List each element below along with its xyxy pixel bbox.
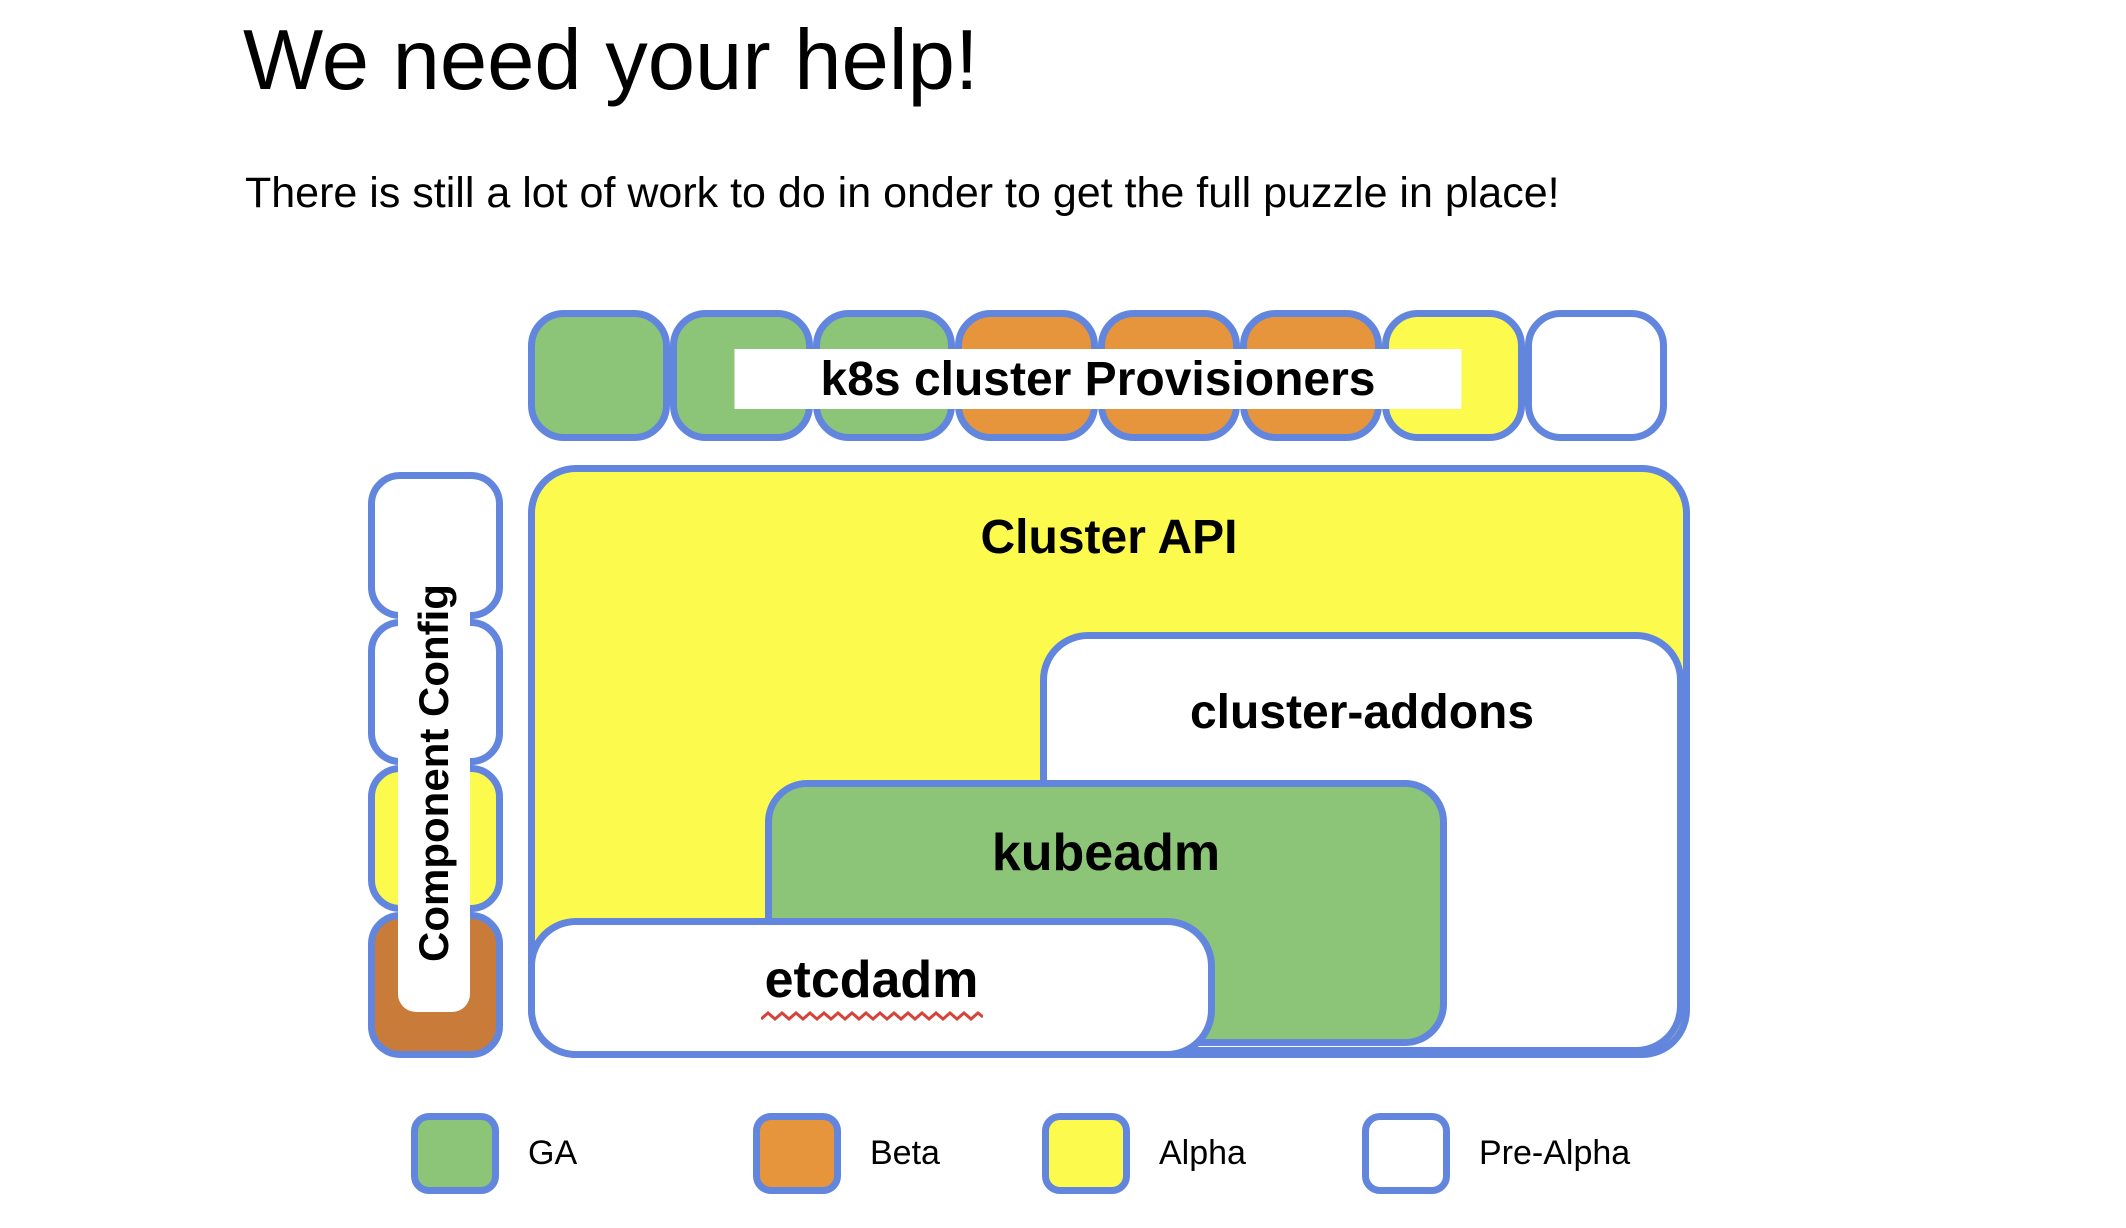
cluster-addons-label: cluster-addons bbox=[1189, 686, 1535, 739]
legend-label-ga: GA bbox=[528, 1134, 578, 1172]
provisioners-label: k8s cluster Provisioners bbox=[734, 349, 1462, 409]
page-subtitle: There is still a lot of work to do in on… bbox=[245, 169, 1560, 217]
legend-swatch-alpha bbox=[1042, 1113, 1130, 1194]
etcdadm-label: etcdadm bbox=[764, 951, 979, 1009]
legend-item-alpha: Alpha bbox=[1042, 1113, 1246, 1194]
legend-swatch-ga bbox=[411, 1113, 499, 1194]
kubeadm-label: kubeadm bbox=[991, 824, 1221, 882]
component-config-column: Component Config bbox=[368, 472, 503, 1058]
legend-swatch-beta bbox=[753, 1113, 841, 1194]
legend-item-beta: Beta bbox=[753, 1113, 940, 1194]
page-title: We need your help! bbox=[243, 13, 979, 108]
component-config-label: Component Config bbox=[398, 534, 470, 1012]
legend-item-ga: GA bbox=[411, 1113, 577, 1194]
provisioners-label-text: k8s cluster Provisioners bbox=[820, 352, 1376, 406]
legend-item-pre-alpha: Pre-Alpha bbox=[1362, 1113, 1630, 1194]
legend-swatch-pre-alpha bbox=[1362, 1113, 1450, 1194]
component-config-label-text: Component Config bbox=[410, 584, 458, 962]
provisioner-piece-1 bbox=[528, 310, 671, 441]
provisioner-piece-8 bbox=[1524, 310, 1668, 441]
etcdadm-box: etcdadm bbox=[528, 918, 1215, 1058]
cluster-api-label: Cluster API bbox=[980, 511, 1238, 564]
etcdadm-misspelling-squiggle-icon bbox=[760, 1011, 983, 1021]
legend-label-pre-alpha: Pre-Alpha bbox=[1479, 1134, 1631, 1172]
provisioners-row: k8s cluster Provisioners bbox=[528, 310, 1668, 441]
legend-label-alpha: Alpha bbox=[1159, 1134, 1246, 1172]
legend-label-beta: Beta bbox=[870, 1134, 940, 1172]
